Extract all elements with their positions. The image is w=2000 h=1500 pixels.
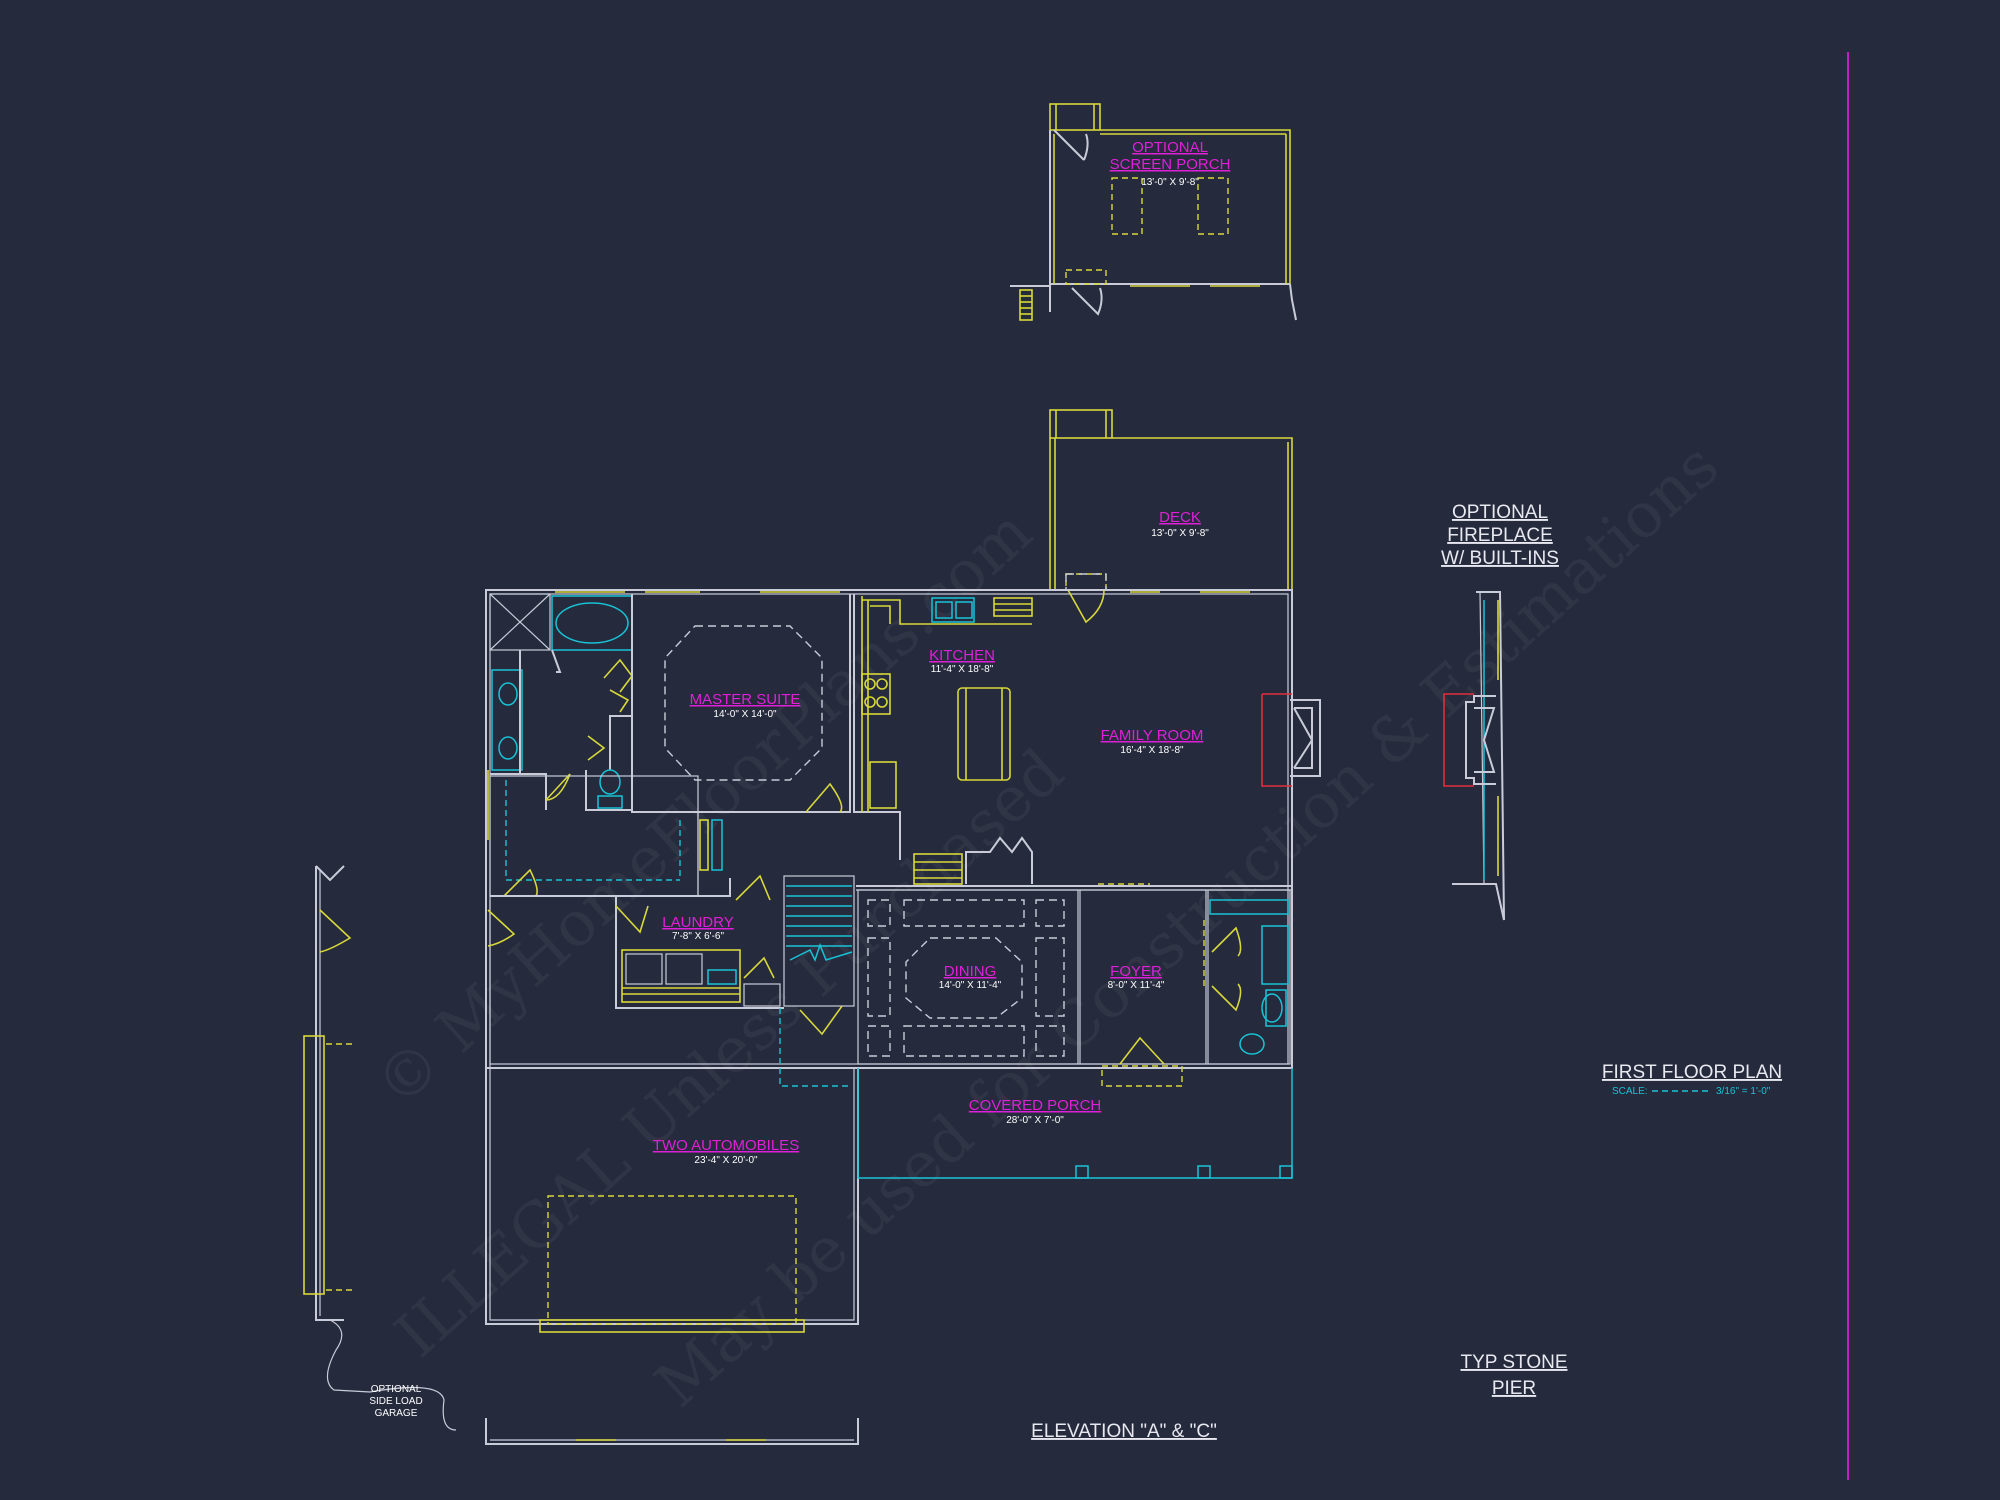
covered-porch-dims: 28'-0" X 7'-0" (1006, 1115, 1064, 1126)
dryer (665, 953, 703, 985)
family-room: FAMILY ROOM 16'-4" X 18'-8" (913, 573, 1321, 885)
fireplace-note-1: OPTIONAL (1452, 502, 1548, 523)
tray-ceiling (664, 625, 823, 781)
walk-in-closet (489, 775, 723, 897)
stair (783, 875, 855, 1036)
covered-porch: COVERED PORCH 28'-0" X 7'-0" (857, 1068, 1293, 1179)
screen-porch-plan: OPTIONAL SCREEN PORCH 13'-0" X 9'-8" (1010, 103, 1297, 321)
elevation-strip: ELEVATION "A" & "C" (485, 1418, 1217, 1445)
master-suite-label: MASTER SUITE (690, 691, 801, 708)
fireplace-note-3: W/ BUILT-INS (1441, 548, 1559, 569)
house-outer-wall (485, 589, 1293, 1069)
bathtub (551, 595, 633, 651)
title-block: FIRST FLOOR PLAN SCALE: 3/16" = 1'-0" TY… (1461, 1062, 1783, 1399)
elevation-label: ELEVATION "A" & "C" (1031, 1421, 1217, 1442)
screen-porch-label-2: SCREEN PORCH (1110, 156, 1231, 173)
washer (625, 953, 663, 985)
deck-dims: 13'-0" X 9'-8" (1151, 528, 1209, 539)
stone-pier-note-1: TYP STONE (1461, 1352, 1568, 1373)
cooktop (861, 673, 891, 715)
watermark: © MyHomeFloorPlans.com ILLEGAL Unless Pu… (361, 428, 1732, 1421)
laundry-counter (621, 949, 741, 1003)
stone-pier-note-2: PIER (1492, 1378, 1536, 1399)
toilet (599, 769, 621, 795)
master-suite: MASTER SUITE 14'-0" X 14'-0" (631, 594, 851, 813)
screen-porch-stair (1049, 103, 1101, 131)
watermark-line-3: May be used for Construction & Estimatio… (641, 428, 1732, 1421)
foyer-label: FOYER (1110, 963, 1162, 980)
garage-dims: 23'-4" X 20'-0" (694, 1155, 758, 1166)
side-load-note-1: OPTIONAL (371, 1384, 422, 1395)
powder-toilet (1261, 993, 1283, 1023)
master-suite-dims: 14'-0" X 14'-0" (713, 709, 777, 720)
deck-stair (1049, 409, 1113, 439)
screen-porch-label-1: OPTIONAL (1132, 139, 1208, 156)
kitchen-dims: 11'-4" X 18'-8" (931, 664, 994, 675)
refrigerator (869, 761, 897, 809)
dining: DINING 14'-0" X 11'-4" (857, 889, 1079, 1065)
kitchen-sink (931, 597, 975, 623)
side-load-garage: OPTIONAL SIDE LOAD GARAGE (303, 865, 457, 1431)
laundry-dims: 7'-8" X 6'-6" (672, 931, 725, 942)
family-room-label: FAMILY ROOM (1101, 727, 1204, 744)
dining-dims: 14'-0" X 11'-4" (939, 980, 1002, 991)
kitchen-island (957, 687, 1011, 781)
deck-plan: DECK 13'-0" X 9'-8" (1049, 409, 1293, 591)
fireplace-detail: OPTIONAL FIREPLACE W/ BUILT-INS (1441, 502, 1559, 921)
garage: TWO AUTOMOBILES 23'-4" X 20'-0" (485, 895, 859, 1333)
scale-label: SCALE: (1612, 1086, 1648, 1097)
plan-title: FIRST FLOOR PLAN (1602, 1062, 1782, 1083)
powder-room (1203, 889, 1291, 1065)
double-vanity (491, 669, 523, 771)
foyer: FOYER 8'-0" X 11'-4" (1079, 889, 1207, 1087)
side-load-note-2: SIDE LOAD (369, 1396, 422, 1407)
screen-porch-dims: 13'-0" X 9'-8" (1141, 177, 1199, 188)
side-load-note-3: GARAGE (375, 1408, 418, 1419)
covered-porch-label: COVERED PORCH (969, 1097, 1102, 1114)
fireplace-note-2: FIREPLACE (1447, 525, 1553, 546)
laundry-label: LAUNDRY (662, 914, 733, 931)
deck-label: DECK (1159, 509, 1201, 526)
foyer-dims: 8'-0" X 11'-4" (1108, 980, 1165, 991)
kitchen-label: KITCHEN (929, 647, 995, 664)
laundry: LAUNDRY 7'-8" X 6'-6" (615, 874, 784, 1009)
master-bath (489, 593, 633, 811)
scale-value: 3/16" = 1'-0" (1716, 1086, 1771, 1097)
kitchen: KITCHEN 11'-4" X 18'-8" (853, 594, 1033, 860)
dining-label: DINING (944, 963, 997, 980)
garage-label: TWO AUTOMOBILES (653, 1137, 799, 1154)
family-room-dims: 16'-4" X 18'-8" (1120, 745, 1184, 756)
built-in-shelf (913, 853, 963, 885)
main-house-plan: MASTER SUITE 14'-0" X 14'-0" (485, 573, 1321, 1333)
